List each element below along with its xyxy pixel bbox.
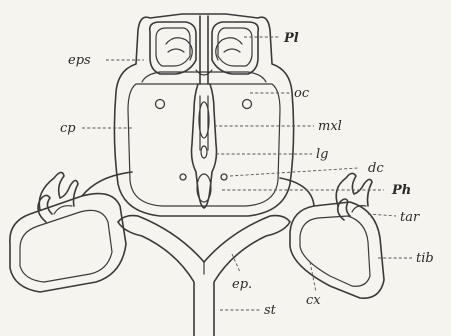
label-tar: tar — [400, 210, 420, 225]
label-st: st — [264, 303, 277, 318]
label-Pl: Pl — [283, 31, 299, 46]
ocellus-right — [243, 100, 252, 109]
right-appendage — [280, 173, 384, 298]
palp-lobes — [150, 16, 259, 84]
head-capsule — [114, 14, 293, 216]
left-appendage — [10, 172, 132, 292]
label-dc: dc — [368, 161, 384, 176]
dot-right — [221, 174, 227, 180]
label-Ph: Ph — [391, 183, 411, 198]
leader-lines — [82, 37, 412, 310]
ocellus-left — [156, 100, 165, 109]
label-oc: oc — [294, 86, 310, 101]
label-lg: lg — [316, 147, 328, 162]
label-cp: cp — [60, 121, 76, 136]
labium — [192, 84, 217, 208]
label-cx: cx — [306, 293, 321, 308]
label-tib: tib — [416, 251, 434, 266]
label-eps: eps — [68, 53, 91, 68]
label-ep: ep. — [232, 277, 252, 292]
ocelli — [156, 100, 252, 181]
dot-left — [180, 174, 186, 180]
label-mxl: mxl — [318, 119, 342, 134]
